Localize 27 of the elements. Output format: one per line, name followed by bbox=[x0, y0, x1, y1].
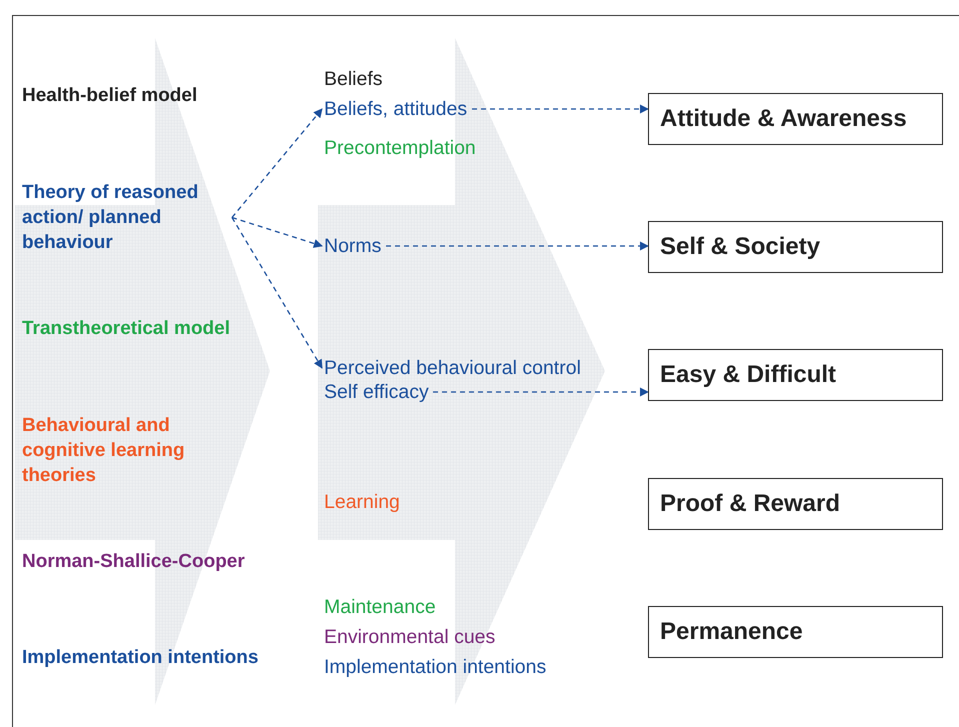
concept-label: Norms bbox=[324, 234, 382, 258]
concept-label: Precontemplation bbox=[324, 136, 476, 160]
dashed-arrow bbox=[232, 216, 323, 248]
theory-label: Behavioural and cognitive learning theories bbox=[22, 414, 186, 488]
dashed-arrow bbox=[232, 108, 323, 218]
category-label: Permanence bbox=[660, 618, 803, 646]
concept-label: Perceived behavioural control bbox=[324, 356, 581, 380]
dashed-arrow bbox=[433, 387, 649, 397]
theory-label: Theory of reasoned action/ planned behaviour bbox=[22, 181, 200, 255]
concept-label: Environmental cues bbox=[324, 625, 496, 649]
dashed-arrow bbox=[386, 241, 649, 251]
category-label: Proof & Reward bbox=[660, 490, 840, 518]
category-label: Attitude & Awareness bbox=[660, 105, 907, 133]
category-label: Easy & Difficult bbox=[660, 361, 836, 389]
concept-label: Beliefs, attitudes bbox=[324, 97, 468, 121]
concept-label: Learning bbox=[324, 490, 400, 514]
theory-label: Transtheoretical model bbox=[22, 317, 232, 341]
concept-label: Implementation intentions bbox=[324, 655, 546, 679]
theory-label: Norman-Shallice-Cooper bbox=[22, 550, 246, 574]
dashed-arrow bbox=[231, 217, 323, 369]
dashed-arrow bbox=[472, 104, 649, 114]
concept-label: Maintenance bbox=[324, 595, 436, 619]
concept-label: Self efficacy bbox=[324, 380, 429, 404]
theory-label: Health-belief model bbox=[22, 84, 198, 108]
theory-label: Implementation intentions bbox=[22, 646, 260, 670]
category-label: Self & Society bbox=[660, 233, 820, 261]
concept-label: Beliefs bbox=[324, 67, 383, 91]
